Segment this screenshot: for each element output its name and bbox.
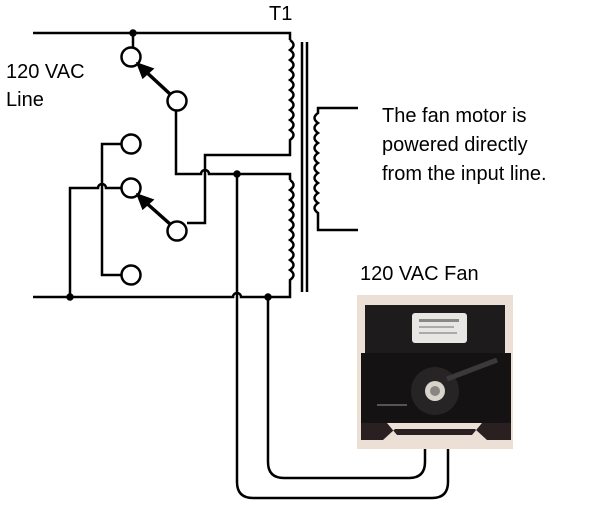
- wire: [174, 110, 292, 180]
- note-line-1: The fan motor is: [382, 105, 527, 127]
- fan-label: 120 VAC Fan: [360, 263, 479, 285]
- primary-winding-2: [272, 178, 295, 299]
- line-label-1: 120 VAC: [6, 61, 85, 83]
- note-line-2: powered directly: [382, 134, 528, 156]
- fan-photo: [357, 295, 513, 449]
- secondary-winding: [313, 106, 358, 232]
- fan-lead-outer: [235, 174, 450, 500]
- switch-2-terminal-bottom: [120, 264, 142, 286]
- wire: [68, 182, 121, 298]
- transformer-core: [300, 42, 309, 292]
- junction-dot: [66, 293, 74, 301]
- switch-2-arrowhead: [135, 192, 155, 211]
- fan-icon: [357, 295, 513, 449]
- line-label-2: Line: [6, 89, 44, 111]
- wire-line-top: [33, 31, 292, 40]
- note-line-3: from the input line.: [382, 163, 547, 185]
- switch-1-common: [166, 90, 188, 112]
- switch-1-terminal: [120, 46, 142, 68]
- primary-winding-1: [187, 38, 295, 225]
- transformer-label: T1: [269, 3, 293, 25]
- fan-lead-inner: [266, 297, 427, 480]
- wire: [100, 142, 121, 277]
- switch-1-arrowhead: [135, 61, 155, 80]
- switch-2-terminal-top: [120, 133, 142, 155]
- switch-2-common: [166, 220, 188, 242]
- switch-2-terminal-mid: [120, 177, 142, 199]
